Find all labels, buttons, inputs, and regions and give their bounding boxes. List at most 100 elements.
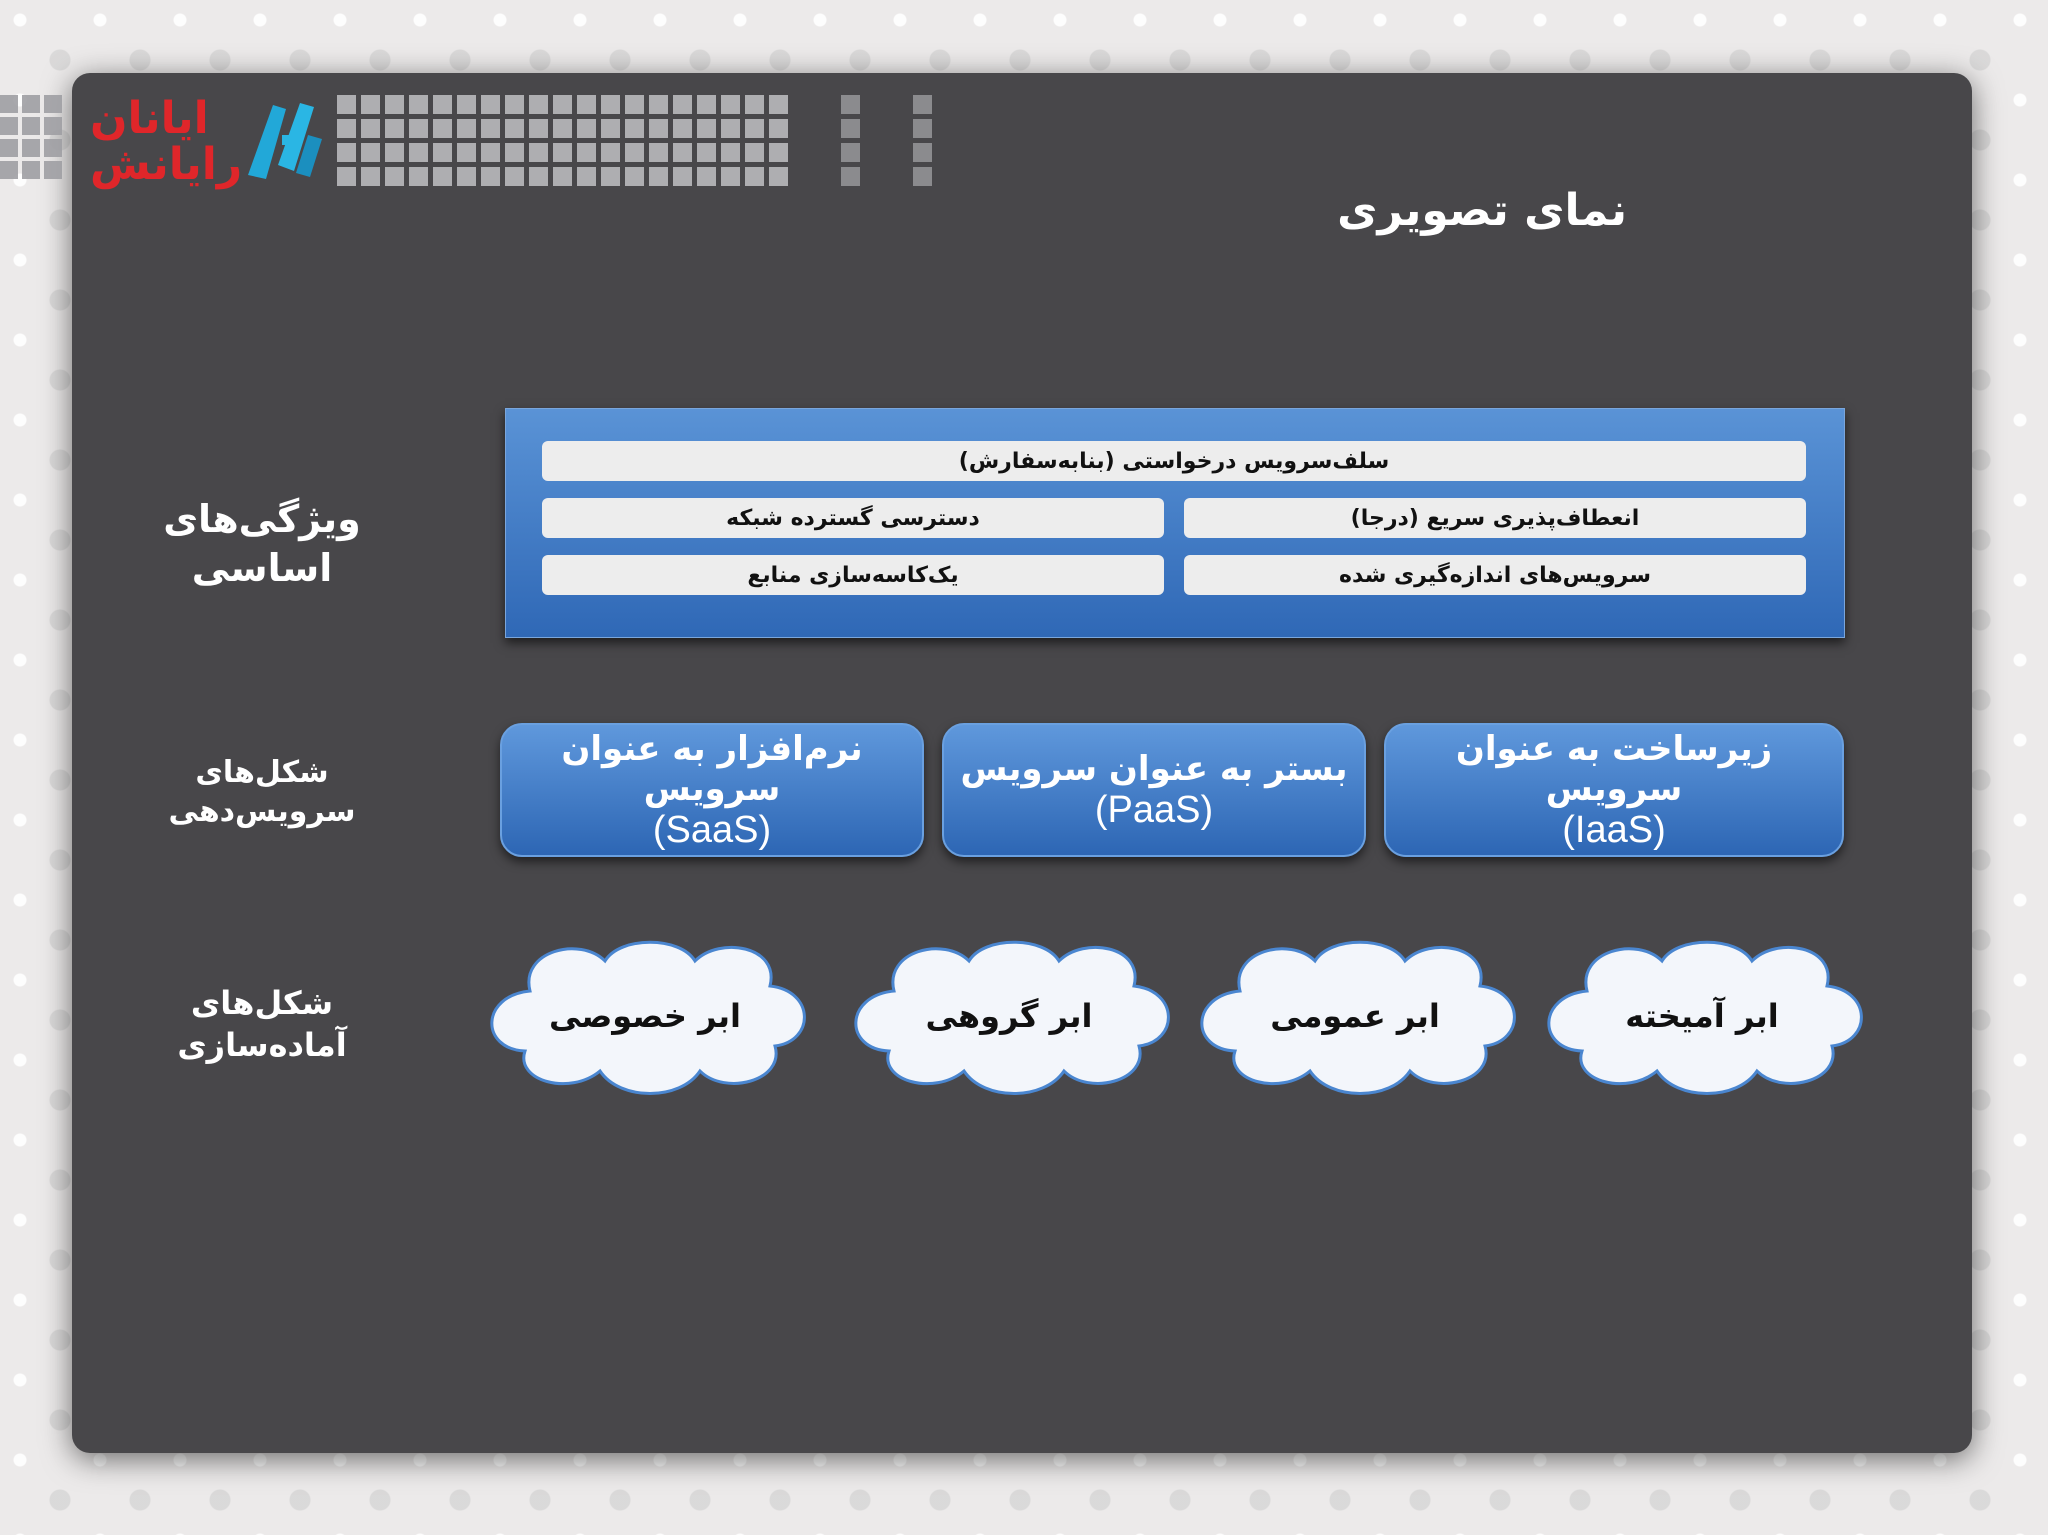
service-box-iaas: زیرساخت به عنوان سرویس (IaaS) xyxy=(1384,723,1844,857)
pixel-square xyxy=(841,143,860,162)
pixel-square xyxy=(505,119,524,138)
pixel-square xyxy=(529,119,548,138)
pixel-square xyxy=(385,167,404,186)
pixel-square xyxy=(481,95,500,114)
cloud-label: ابر عمومی xyxy=(1270,997,1440,1035)
pixel-square xyxy=(577,167,596,186)
pixel-square xyxy=(745,119,764,138)
pixel-square xyxy=(385,143,404,162)
pixel-square xyxy=(625,143,644,162)
pixel-square xyxy=(577,119,596,138)
pixel-square xyxy=(44,139,62,157)
pixel-square xyxy=(769,167,788,186)
logo-mark-icon xyxy=(248,103,322,179)
pixel-square xyxy=(697,143,716,162)
pixel-square xyxy=(505,167,524,186)
pixel-square xyxy=(577,143,596,162)
pixel-square xyxy=(409,143,428,162)
pixel-square xyxy=(649,95,668,114)
cloud-shape-icon xyxy=(490,940,806,1095)
row-label-deployment-models: شکل‌های آماده‌سازی xyxy=(177,984,347,1064)
pixel-square xyxy=(601,167,620,186)
pixel-square xyxy=(625,119,644,138)
pixel-square xyxy=(841,95,860,114)
pixel-square xyxy=(841,119,860,138)
pixel-square xyxy=(697,167,716,186)
pixel-square xyxy=(22,139,40,157)
cloud-shape-icon xyxy=(1547,940,1863,1095)
pixel-square xyxy=(0,117,18,135)
pixel-square xyxy=(44,95,62,113)
pixel-square xyxy=(409,95,428,114)
pixel-square xyxy=(721,167,740,186)
row-label-service-models: شکل‌های سرویس‌دهی xyxy=(168,755,356,829)
service-name: زیرساخت به عنوان سرویس xyxy=(1455,728,1773,809)
pixel-square xyxy=(44,117,62,135)
pixel-square xyxy=(673,167,692,186)
pixel-square xyxy=(481,167,500,186)
pixel-square xyxy=(529,143,548,162)
pixel-square xyxy=(0,161,18,179)
service-box-paas: بستر به عنوان سرویس (PaaS) xyxy=(942,723,1366,857)
characteristic-elasticity: انعطاف‌پذیری سریع (درجا) xyxy=(1184,498,1806,538)
pixel-square xyxy=(553,95,572,114)
pixel-square xyxy=(553,143,572,162)
pixel-square xyxy=(649,119,668,138)
pixel-square xyxy=(337,143,356,162)
pixel-square xyxy=(433,143,452,162)
pixel-square xyxy=(913,95,932,114)
pixel-square xyxy=(721,95,740,114)
cloud-label: ابر خصوصی xyxy=(549,997,741,1035)
pixel-square xyxy=(337,119,356,138)
pixel-square xyxy=(529,167,548,186)
pixel-square xyxy=(913,143,932,162)
pixel-square xyxy=(553,167,572,186)
pixel-square xyxy=(481,119,500,138)
pixel-square xyxy=(913,167,932,186)
pixel-square xyxy=(433,167,452,186)
cloud-hybrid: ابر آمیخته xyxy=(1527,931,1877,1101)
pixel-square xyxy=(361,95,380,114)
logo-text-line2: رایانش xyxy=(90,139,243,190)
cloud-shape-icon xyxy=(1200,940,1516,1095)
pixel-square xyxy=(529,95,548,114)
pixel-square xyxy=(721,119,740,138)
pixel-square xyxy=(721,143,740,162)
pixel-square xyxy=(649,143,668,162)
pixel-square xyxy=(361,167,380,186)
pixel-square xyxy=(409,119,428,138)
pixel-square xyxy=(769,119,788,138)
pixel-square xyxy=(649,167,668,186)
cloud-label: ابر آمیخته xyxy=(1625,997,1779,1035)
pixel-square xyxy=(505,95,524,114)
pixel-square xyxy=(745,95,764,114)
pixel-square xyxy=(841,167,860,186)
pixel-square xyxy=(745,143,764,162)
pixel-square xyxy=(433,119,452,138)
pixel-square xyxy=(409,167,428,186)
pixel-square xyxy=(44,161,62,179)
cloud-label: ابر گروهی xyxy=(925,997,1093,1035)
service-abbr: (SaaS) xyxy=(652,808,772,851)
service-name: بستر به عنوان سرویس xyxy=(960,748,1348,789)
pixel-square xyxy=(457,143,476,162)
pixel-square xyxy=(913,119,932,138)
pixel-square xyxy=(337,167,356,186)
cloud-shape-icon xyxy=(854,940,1170,1095)
service-abbr: (PaaS) xyxy=(1094,788,1214,831)
pixel-square xyxy=(601,95,620,114)
pixel-square xyxy=(673,119,692,138)
pixel-square xyxy=(361,143,380,162)
characteristic-on-demand: سلف‌سرویس درخواستی (بنابه‌سفارش) xyxy=(542,441,1806,481)
edge-pixel-decoration xyxy=(0,95,70,185)
logo-text-line1: ایانان xyxy=(90,93,209,144)
pixel-square xyxy=(601,119,620,138)
pixel-square xyxy=(697,95,716,114)
pixel-square xyxy=(769,95,788,114)
pixel-square xyxy=(0,139,18,157)
pixel-square xyxy=(745,167,764,186)
pixel-square xyxy=(22,161,40,179)
pixel-square xyxy=(697,119,716,138)
logo: ایانان رایانش xyxy=(90,93,330,195)
row-label-characteristics: ویژگی‌های اساسی xyxy=(163,497,361,591)
